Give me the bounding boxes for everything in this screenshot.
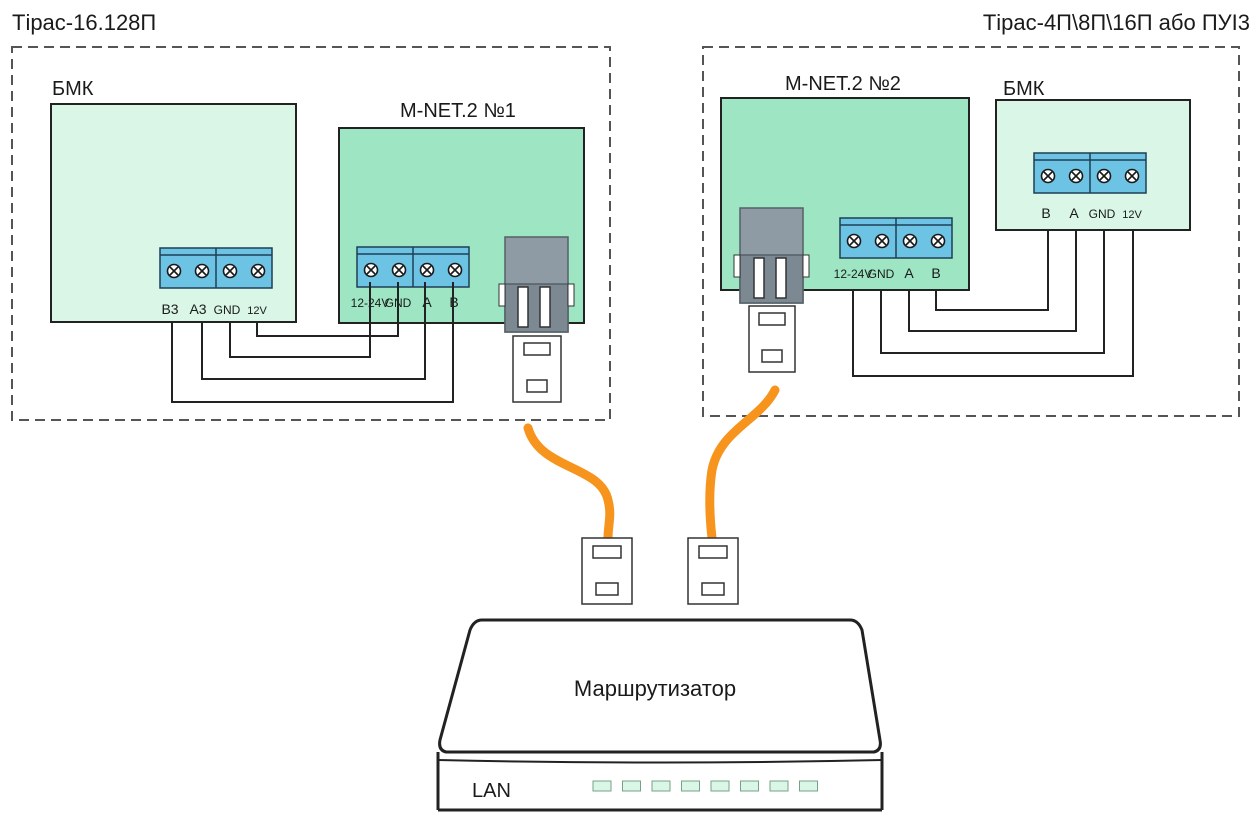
mnet2-terminal-label-gnd: GND <box>868 267 895 281</box>
bmk-right-terminal-label-b: B <box>1041 205 1050 221</box>
mnet2-terminal-label-a: A <box>904 265 914 281</box>
screw-terminal-icon <box>166 263 182 279</box>
bmk-right-terminal-label-a: A <box>1069 205 1079 221</box>
router-plug-right-icon <box>687 537 739 605</box>
lan-port-icon <box>769 780 789 792</box>
lan-port-icon <box>799 780 818 792</box>
screw-terminal-icon <box>222 263 238 279</box>
router-plug-left-icon <box>581 537 633 605</box>
screw-terminal-icon <box>194 263 210 279</box>
bmk-left-terminal-label-12v: 12V <box>247 305 267 317</box>
mnet2-label: M-NET.2 №2 <box>785 73 901 95</box>
bmk-left-terminal-label-a3: A3 <box>189 301 206 317</box>
screw-terminal-icon <box>1068 168 1084 184</box>
screw-terminal-icon <box>1040 168 1056 184</box>
panel-left-title: Тірас-16.128П <box>12 10 156 35</box>
mnet1-ethernet-jack-icon <box>498 236 575 333</box>
bmk-left-terminal-block <box>159 247 273 289</box>
mnet2-ethernet-plug-icon <box>748 305 796 373</box>
screw-terminal-icon <box>447 262 463 278</box>
router-lan-ports <box>592 780 818 792</box>
router-label: Маршрутизатор <box>574 676 736 701</box>
screw-terminal-icon <box>363 262 379 278</box>
panel-right: Тірас-4П\8П\16П або ПУІ3 M-NET.2 №2 12-2… <box>702 10 1250 417</box>
mnet2-ethernet-jack-icon <box>733 207 810 304</box>
mnet1-label: M-NET.2 №1 <box>400 100 516 122</box>
lan-port-icon <box>740 780 759 792</box>
panel-right-title: Тірас-4П\8П\16П або ПУІ3 <box>983 10 1250 35</box>
mnet1-terminal-block <box>356 246 470 288</box>
wires-left <box>171 282 454 403</box>
bmk-left-label: БМК <box>52 78 94 100</box>
bmk-left-terminal-label-b3: B3 <box>161 301 178 317</box>
bmk-left-terminal-label-gnd: GND <box>214 303 241 317</box>
bmk-right-terminal-label-gnd: GND <box>1089 207 1116 221</box>
bmk-right-terminal-block <box>1033 152 1147 194</box>
router-lan-label: LAN <box>472 780 511 802</box>
lan-port-icon <box>710 780 730 792</box>
mnet2-terminal-block <box>839 217 953 259</box>
lan-port-icon <box>592 780 612 792</box>
screw-terminal-icon <box>1124 168 1140 184</box>
wires-right <box>852 230 1134 377</box>
router-top <box>438 618 882 754</box>
ethernet-cable-right <box>705 385 780 543</box>
screw-terminal-icon <box>846 233 862 249</box>
screw-terminal-icon <box>419 262 435 278</box>
mnet1-terminal-label-a: A <box>422 294 432 310</box>
screw-terminal-icon <box>902 233 918 249</box>
ethernet-cables <box>523 385 780 543</box>
mnet1-ethernet-plug-icon <box>512 335 562 403</box>
panel-left-border <box>11 46 611 421</box>
bmk-right-terminal-label-12v: 12V <box>1122 209 1142 221</box>
screw-terminal-icon <box>391 262 407 278</box>
bmk-left-board <box>50 103 297 323</box>
panel-left: Тірас-16.128П БМК B3 A3 GND 12V M-NET.2 … <box>11 10 611 421</box>
screw-terminal-icon <box>1096 168 1112 184</box>
lan-port-icon <box>651 780 671 792</box>
screw-terminal-icon <box>874 233 890 249</box>
screw-terminal-icon <box>930 233 946 249</box>
ethernet-cable-left <box>523 423 615 543</box>
screw-terminal-icon <box>250 263 266 279</box>
router: Маршрутизатор LAN <box>436 618 884 812</box>
lan-port-icon <box>622 780 641 792</box>
mnet2-terminal-label-b: B <box>931 265 940 281</box>
mnet2-terminal-label-power: 12-24V <box>834 267 873 281</box>
panel-right-border <box>702 46 1240 417</box>
bmk-right-label: БМК <box>1003 78 1045 100</box>
lan-port-icon <box>681 780 700 792</box>
